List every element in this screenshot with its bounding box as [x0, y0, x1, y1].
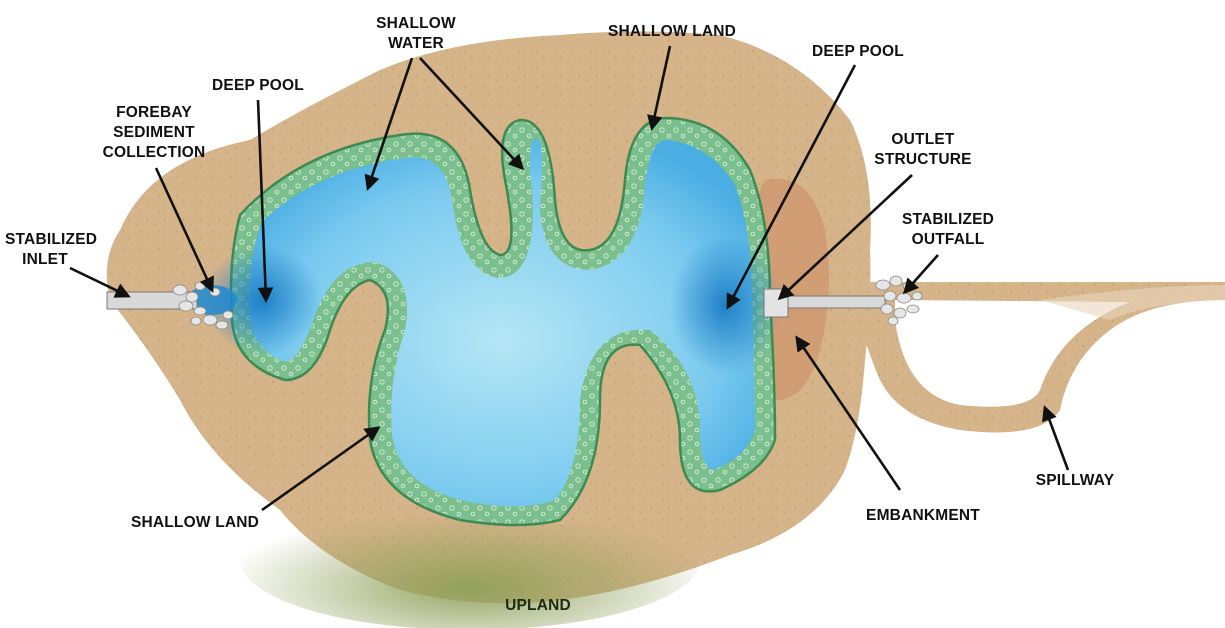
label-embankment: EMBANKMENT — [858, 506, 988, 526]
label-upland: UPLAND — [488, 596, 588, 616]
label-stabilized-outfall: STABILIZED OUTFALL — [892, 210, 1004, 250]
label-spillway: SPILLWAY — [1025, 471, 1125, 491]
label-shallow-water: SHALLOW WATER — [370, 14, 462, 54]
label-deep-pool-right: DEEP POOL — [802, 42, 914, 62]
label-stabilized-inlet: STABILIZED INLET — [5, 230, 85, 270]
arrow-spillway — [1045, 408, 1068, 470]
label-shallow-land-top: SHALLOW LAND — [602, 22, 742, 42]
outlet-pipe — [780, 296, 885, 308]
label-deep-pool-left: DEEP POOL — [202, 76, 314, 96]
spillway-channel — [860, 282, 1225, 433]
label-forebay-sediment-collection: FOREBAY SEDIMENT COLLECTION — [98, 103, 210, 163]
label-shallow-land-bottom: SHALLOW LAND — [120, 513, 270, 533]
label-outlet-structure: OUTLET STRUCTURE — [868, 130, 978, 170]
